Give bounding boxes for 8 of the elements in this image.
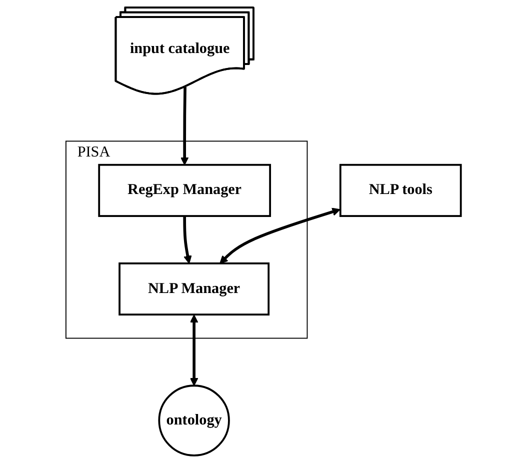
arrow — [190, 314, 198, 386]
arrow — [182, 216, 192, 264]
arrow — [219, 208, 340, 264]
arrow — [180, 86, 188, 166]
node-box: RegExp Manager — [98, 164, 271, 217]
node-circle: ontology — [158, 384, 230, 456]
node-box: NLP Manager — [118, 262, 270, 316]
node-box: NLP tools — [339, 164, 462, 217]
